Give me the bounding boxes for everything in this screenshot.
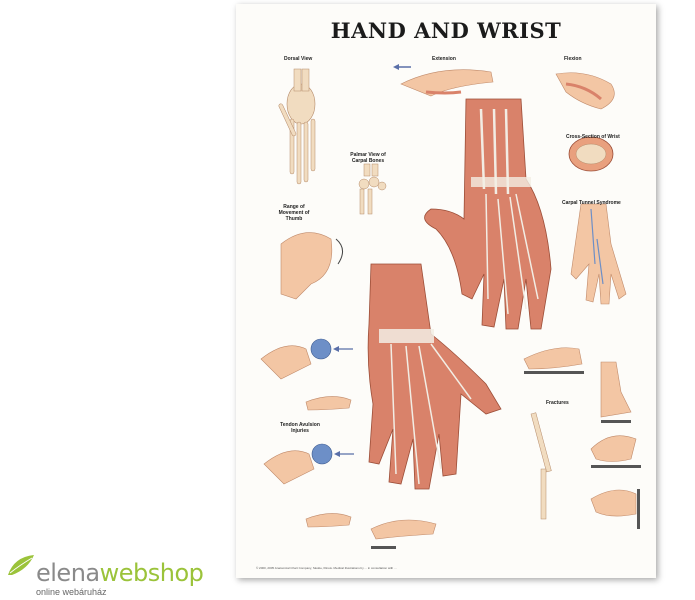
tendon-avulsion-illustration (263, 443, 354, 485)
fracture-hand-2 (600, 361, 632, 423)
anatomy-poster: HAND AND WRIST (236, 4, 656, 578)
label-fractures: Fractures (546, 400, 569, 406)
watermark-brand-part1: elena (36, 559, 100, 587)
flexion-illustration (555, 72, 615, 110)
label-dorsal-view: Dorsal View (284, 56, 313, 62)
palmar-muscles-illustration (424, 98, 552, 330)
label-cross-section: Cross-Section of Wrist (566, 134, 620, 140)
thumb-range-illustration (280, 232, 343, 300)
poster-footer: © 2000, 2005 Anatomical Chart Company, S… (256, 566, 397, 570)
watermark-brand: elenawebshop (36, 559, 204, 587)
label-carpal-tunnel: Carpal Tunnel Syndrome (562, 200, 621, 206)
watermark-brand-part2: webshop (99, 559, 204, 587)
label-carpal-bones: Palmar View of Carpal Bones (350, 152, 386, 164)
leaf-logo-icon (8, 555, 34, 575)
hand-with-ball-illustration (260, 338, 353, 380)
label-extension: Extension (432, 56, 456, 62)
elenawebshop-watermark: elenawebshop online webáruház (6, 553, 246, 597)
carpal-tunnel-illustration (570, 203, 627, 305)
poster-title: HAND AND WRIST (330, 18, 562, 43)
fracture-hand-3 (590, 435, 641, 468)
watermark-tagline: online webáruház (36, 587, 107, 597)
dorsal-view-illustration (278, 68, 316, 185)
finger-detail-illustration (305, 396, 352, 411)
label-tendon-injuries: Tendon Avulsion Injuries (280, 422, 320, 434)
poster-illustrations (260, 64, 641, 549)
palmar-hand-lower-illustration (367, 263, 502, 490)
carpal-bones-illustration (358, 163, 387, 215)
finger-injury-illustration (305, 513, 352, 528)
fracture-hand-4 (590, 489, 640, 529)
label-range-thumb: Range of Movement of Thumb (278, 204, 310, 222)
label-flexion: Flexion (564, 56, 582, 62)
fracture-hand-1 (523, 347, 584, 374)
fracture-bones (530, 412, 552, 520)
cross-section-illustration (568, 136, 614, 172)
extension-illustration (393, 64, 494, 97)
finger-fall-illustration (370, 519, 437, 549)
